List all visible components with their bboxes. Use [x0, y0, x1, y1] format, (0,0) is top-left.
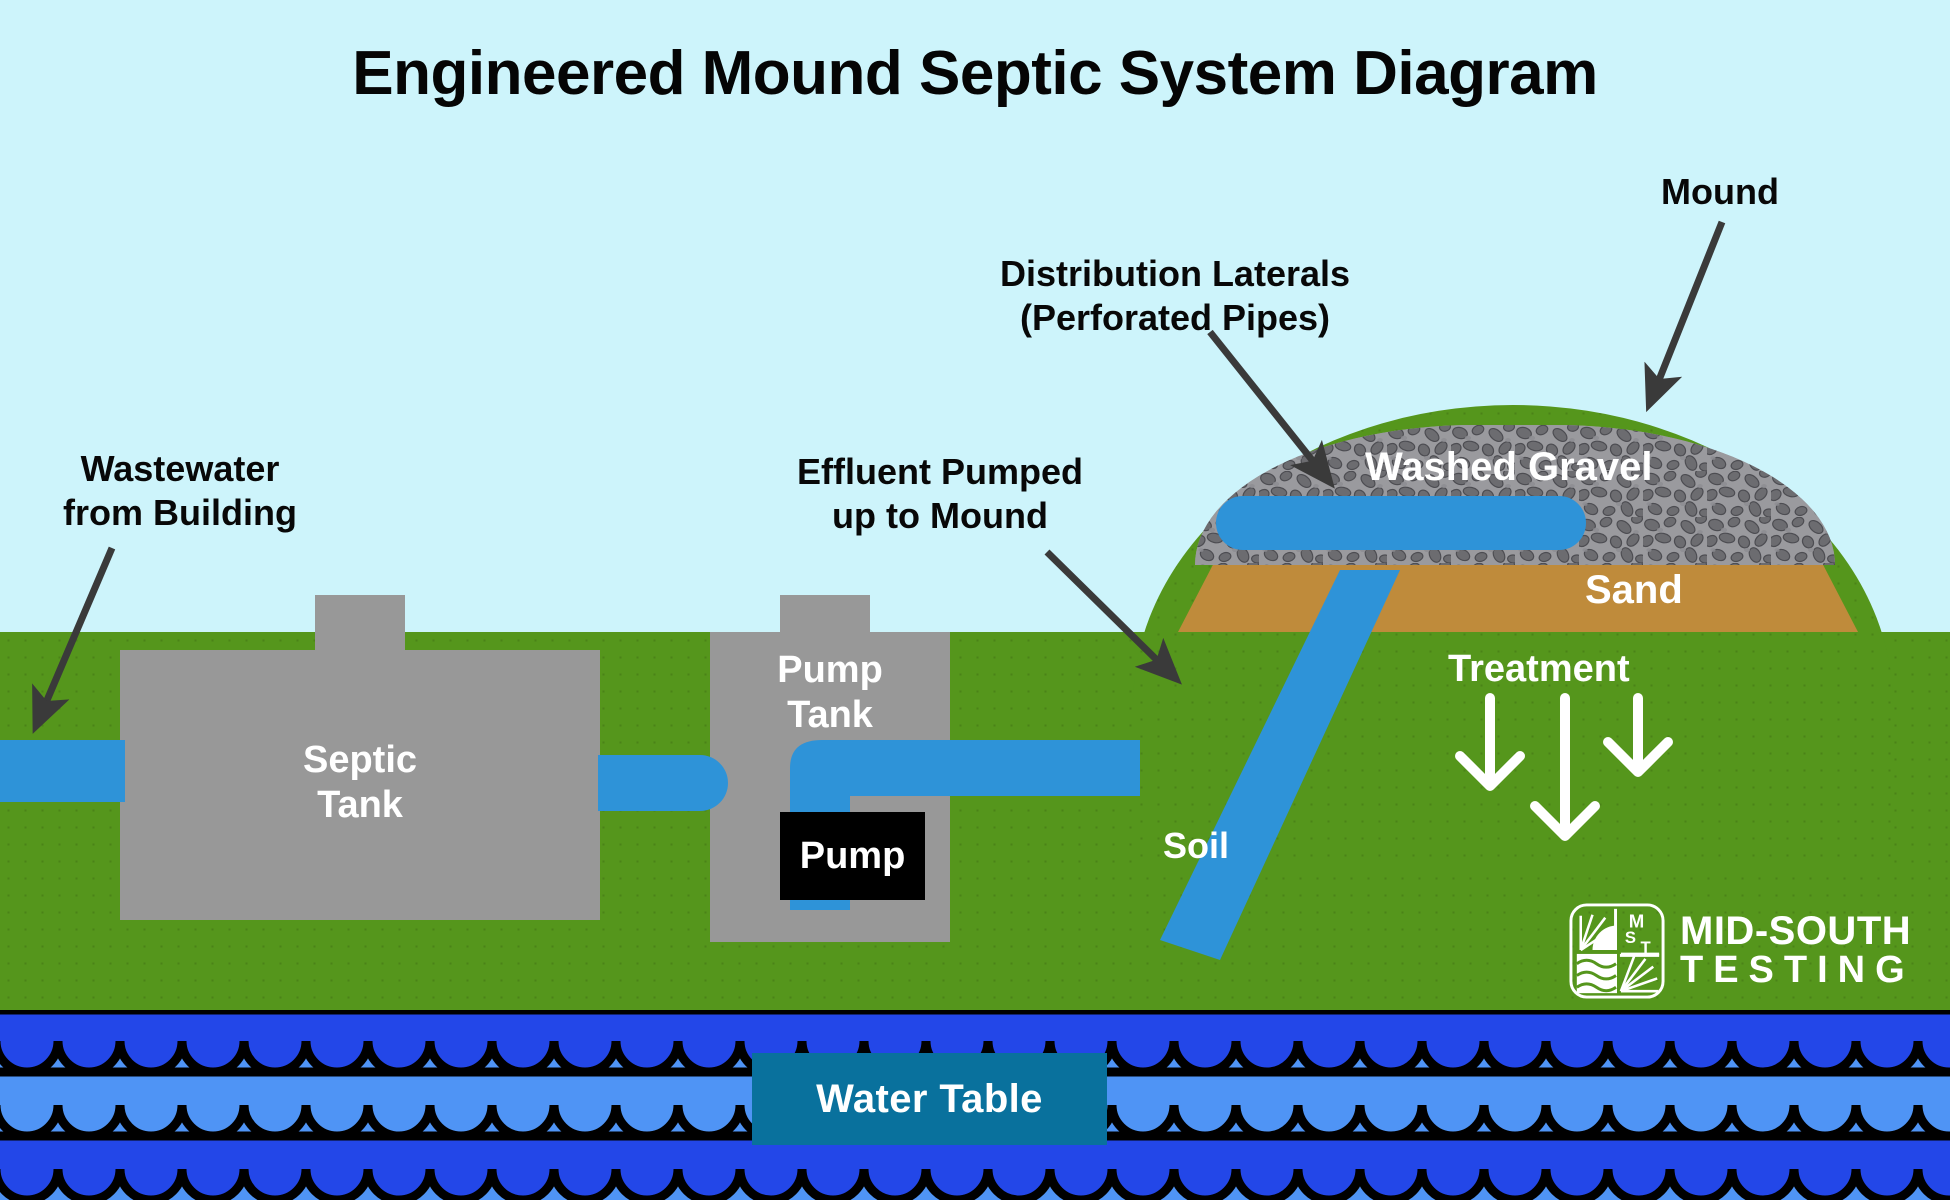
- callout-mound: Mound: [1630, 170, 1810, 214]
- treatment-label: Treatment: [1448, 648, 1630, 690]
- washed-gravel-label: Washed Gravel: [1365, 445, 1653, 489]
- septic-tank-label: Septic Tank: [120, 738, 600, 828]
- pump-tank-riser: [780, 595, 870, 637]
- page-title: Engineered Mound Septic System Diagram: [352, 39, 1598, 108]
- callout-laterals-line1: Distribution Laterals: [999, 253, 1351, 294]
- pump-unit: Pump: [780, 812, 925, 900]
- septic-tank-label-line2: Tank: [317, 783, 403, 826]
- callout-laterals-line2: (Perforated Pipes): [1019, 296, 1331, 338]
- septic-to-pump-pipe: [598, 755, 728, 811]
- pump-tank-label-line2: Tank: [787, 693, 873, 736]
- callout-wastewater: Wastewater from Building: [30, 447, 330, 535]
- treatment-arrow-3: [1603, 693, 1673, 777]
- distribution-lateral-pipe: [1216, 496, 1586, 550]
- logo-line-2: TESTING: [1680, 949, 1915, 992]
- logo-line-1: MID-SOUTH: [1680, 908, 1912, 953]
- septic-tank: Septic Tank: [120, 650, 600, 920]
- treatment-arrow-2: [1530, 693, 1600, 841]
- pump-tank-label: Pump Tank: [710, 648, 950, 738]
- septic-tank-label-line1: Septic: [302, 739, 418, 781]
- mound-supply-pipe: [1160, 570, 1400, 960]
- callout-laterals: Distribution Laterals (Perforated Pipes): [965, 252, 1385, 340]
- building-inlet-pipe: [0, 740, 125, 802]
- callout-effluent: Effluent Pumped up to Mound: [760, 450, 1120, 538]
- water-table-label: Water Table: [752, 1053, 1107, 1145]
- callout-wastewater-line1: Wastewater: [80, 448, 280, 489]
- mst-logo-mark: M S T: [1569, 903, 1665, 999]
- svg-text:M: M: [1629, 910, 1645, 931]
- svg-text:T: T: [1641, 938, 1651, 957]
- callout-effluent-line1: Effluent Pumped: [797, 451, 1083, 492]
- wave-band-3: [0, 1131, 1950, 1200]
- treatment-arrow-1: [1455, 693, 1525, 791]
- treatment-arrows: [1455, 693, 1673, 841]
- mid-south-testing-logo: M S T MID-SOUTH TESTING: [1568, 900, 1918, 1002]
- pump-label: Pump: [799, 834, 906, 877]
- callout-wastewater-line2: from Building: [63, 491, 297, 533]
- callout-mound-line1: Mound: [1661, 171, 1779, 212]
- svg-text:S: S: [1625, 928, 1636, 947]
- soil-label: Soil: [1163, 825, 1230, 866]
- sand-label: Sand: [1585, 568, 1683, 612]
- logo-wordmark: MID-SOUTH TESTING: [1680, 908, 1915, 992]
- sand-layer: [1178, 560, 1858, 632]
- pump-tank-label-line1: Pump: [777, 649, 883, 691]
- callout-effluent-line2: up to Mound: [832, 494, 1048, 536]
- distribution-pipe-group: [1160, 496, 1586, 960]
- septic-tank-riser: [315, 595, 405, 653]
- pump-discharge-pipe: [790, 740, 1140, 910]
